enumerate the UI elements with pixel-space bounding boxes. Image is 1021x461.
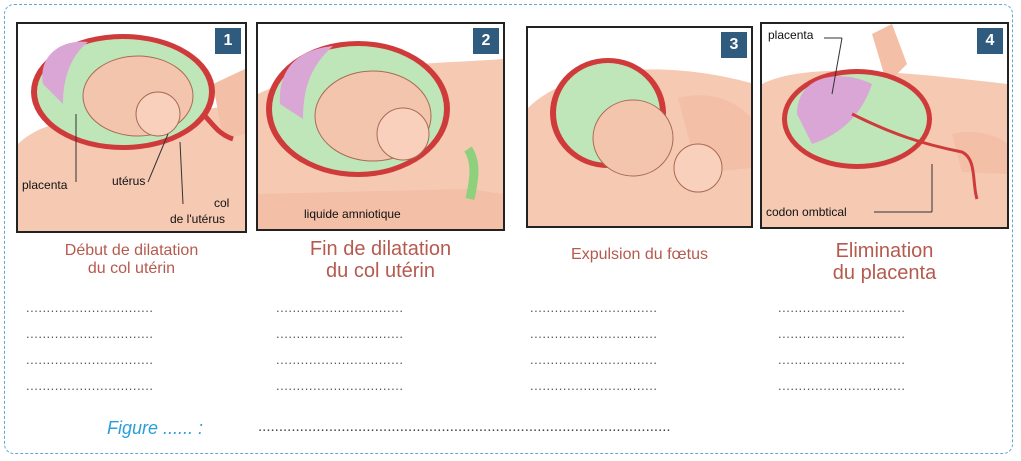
panel-2-image: 2 liquide amniotique bbox=[256, 22, 505, 231]
answer-line[interactable]: ............................... bbox=[530, 300, 657, 315]
panel-number-badge: 3 bbox=[721, 32, 747, 58]
figure-title-field[interactable]: ........................................… bbox=[258, 418, 671, 435]
placenta-label: placenta bbox=[768, 28, 813, 42]
caption-panel-2: Fin de dilatation du col utérin bbox=[256, 238, 505, 283]
caption-line: Expulsion du fœtus bbox=[516, 246, 763, 264]
panel-1-illustration bbox=[18, 24, 245, 231]
answer-line[interactable]: ............................... bbox=[26, 326, 153, 341]
caption-panel-4: Elimination du placenta bbox=[760, 240, 1009, 285]
caption-line: Fin de dilatation bbox=[256, 238, 505, 260]
answer-line[interactable]: ............................... bbox=[276, 352, 403, 367]
caption-line: du col utérin bbox=[256, 260, 505, 282]
panel-4-image: 4 placenta codon ombtical bbox=[760, 22, 1009, 229]
amniotic-fluid-label: liquide amniotique bbox=[304, 207, 401, 221]
answer-line[interactable]: ............................... bbox=[530, 326, 657, 341]
caption-line: du col utérin bbox=[16, 260, 247, 278]
panel-3-illustration bbox=[528, 28, 751, 226]
answer-line[interactable]: ............................... bbox=[530, 352, 657, 367]
panel-4-illustration bbox=[762, 24, 1007, 227]
answer-line[interactable]: ............................... bbox=[26, 300, 153, 315]
uterus-label: utérus bbox=[112, 174, 145, 188]
caption-panel-3: Expulsion du fœtus bbox=[516, 246, 763, 264]
answer-line[interactable]: ............................... bbox=[778, 300, 905, 315]
answer-line[interactable]: ............................... bbox=[26, 352, 153, 367]
answer-line[interactable]: ............................... bbox=[276, 378, 403, 393]
caption-line: Début de dilatation bbox=[16, 242, 247, 260]
umbilical-cord-label: codon ombtical bbox=[766, 205, 847, 219]
answer-line[interactable]: ............................... bbox=[276, 300, 403, 315]
panel-number-badge: 4 bbox=[977, 28, 1003, 54]
caption-panel-1: Début de dilatation du col utérin bbox=[16, 242, 247, 278]
panel-number-badge: 2 bbox=[473, 28, 499, 54]
caption-line: du placenta bbox=[760, 262, 1009, 284]
answer-line[interactable]: ............................... bbox=[778, 326, 905, 341]
col-label: col bbox=[214, 196, 229, 210]
answer-line[interactable]: ............................... bbox=[530, 378, 657, 393]
panel-number-badge: 1 bbox=[215, 28, 241, 54]
figure-number-label: Figure ...... : bbox=[107, 418, 203, 439]
answer-line[interactable]: ............................... bbox=[778, 378, 905, 393]
panel-3-image: 3 bbox=[526, 26, 753, 228]
answer-line[interactable]: ............................... bbox=[26, 378, 153, 393]
caption-line: Elimination bbox=[760, 240, 1009, 262]
placenta-label: placenta bbox=[22, 178, 67, 192]
panel-1-image: 1 placenta utérus col de l'utérus bbox=[16, 22, 247, 233]
answer-line[interactable]: ............................... bbox=[276, 326, 403, 341]
panel-2-illustration bbox=[258, 24, 503, 229]
col-uterus-label: de l'utérus bbox=[170, 212, 225, 226]
answer-line[interactable]: ............................... bbox=[778, 352, 905, 367]
